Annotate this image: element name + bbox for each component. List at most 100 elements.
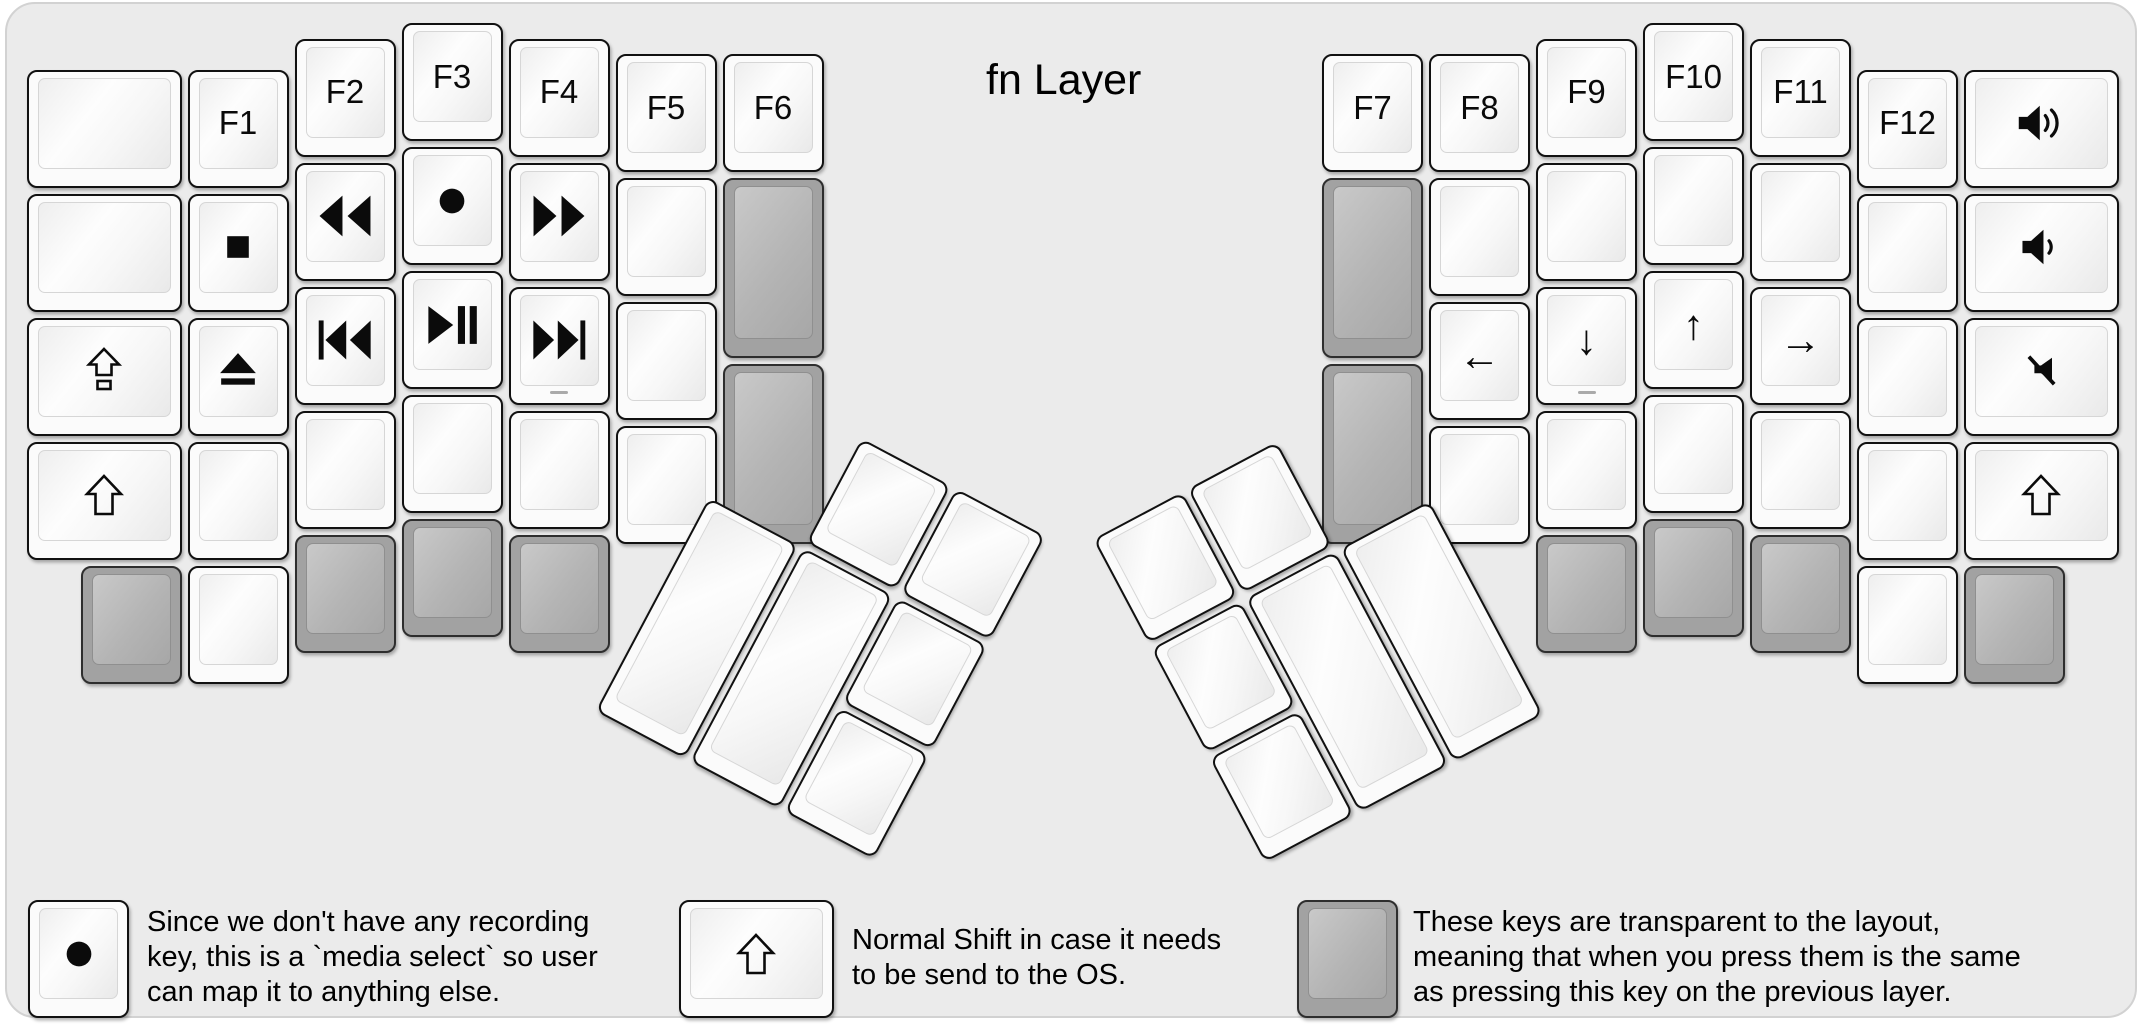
keycap-surface (1975, 201, 2108, 293)
key-f5: F5 (615, 54, 717, 172)
keycap-surface (38, 77, 171, 169)
arrow-down-icon: ↓ (1576, 316, 1597, 363)
key-blank (1429, 426, 1530, 544)
keycap-surface (305, 418, 385, 510)
key-label: F5 (646, 88, 686, 126)
keycap-surface: F11 (1761, 46, 1840, 138)
keycap-surface (412, 155, 492, 246)
key-label: F8 (1460, 88, 1499, 126)
key-rewind (294, 162, 396, 281)
keycap-surface (1761, 418, 1840, 510)
rewind-icon (317, 193, 373, 239)
key-f6: F6 (722, 54, 824, 172)
key-transparent (1322, 364, 1423, 544)
key-shift-right (1964, 441, 2119, 560)
legend-note-line: to be send to the OS. (852, 959, 1127, 991)
keycap-surface (1547, 542, 1626, 634)
keycap-surface (626, 310, 706, 401)
key-arrow-left: ← (1429, 302, 1530, 420)
keycap-surface: F9 (1547, 46, 1626, 138)
eject-icon (218, 352, 258, 390)
key-f7: F7 (1322, 54, 1423, 172)
key-transparent (294, 534, 396, 653)
record-icon (60, 935, 98, 973)
key-f8: F8 (1429, 54, 1530, 172)
keycap-surface: F1 (198, 77, 278, 169)
key-blank (187, 565, 289, 684)
key-blank (401, 395, 503, 513)
keycap-surface (1975, 573, 2054, 665)
keycap-surface (91, 573, 171, 665)
keycap-surface (519, 542, 599, 634)
keycap-surface (1761, 170, 1840, 262)
legend-note-transparent-keys: These keys are transparent to the layout… (1413, 905, 2021, 1010)
keycap-surface (38, 449, 171, 541)
key-blank (1857, 441, 1958, 560)
legend-note-normal-shift: Normal Shift in case it needs to be send… (852, 923, 1221, 993)
key-f10: F10 (1643, 23, 1744, 141)
legend-note-line: These keys are transparent to the layout… (1413, 906, 1941, 938)
keycap-surface (519, 170, 599, 262)
keycap-surface (38, 201, 171, 293)
legend-key-shift (679, 900, 834, 1018)
key-label: F2 (325, 73, 365, 110)
keycap-surface (305, 170, 385, 262)
key-label: F10 (1665, 57, 1722, 95)
key-label: F11 (1773, 73, 1828, 110)
key-blank (1536, 410, 1637, 529)
stop-icon (220, 229, 256, 265)
keycap-surface (1975, 77, 2108, 169)
key-media-select (401, 147, 503, 265)
shift-icon (84, 473, 125, 517)
volume-down-icon (2020, 226, 2062, 268)
key-f12: F12 (1857, 69, 1958, 188)
keycap-surface (1868, 201, 1947, 293)
key-blank (27, 69, 182, 188)
legend-key-media-select (28, 900, 129, 1018)
prev-track-icon (316, 318, 374, 362)
key-f3: F3 (401, 23, 503, 141)
keycap-surface (1868, 325, 1947, 417)
key-transparent (401, 519, 503, 637)
key-play-pause (401, 271, 503, 389)
keycap-surface (1547, 170, 1626, 262)
legend-note-line: key, this is a `media select` so user (147, 941, 598, 973)
keycap-surface (1333, 186, 1412, 339)
keycap-surface: F3 (412, 31, 492, 122)
key-transparent (1964, 565, 2065, 684)
key-transparent (1536, 534, 1637, 653)
key-transparent (1322, 178, 1423, 358)
key-label: F1 (218, 104, 258, 141)
keycap-surface (305, 294, 385, 386)
key-blank (615, 178, 717, 296)
key-arrow-up: ↑ (1643, 271, 1744, 389)
next-track-icon (530, 318, 588, 362)
keycap-surface (198, 325, 278, 417)
key-label: F12 (1879, 104, 1936, 141)
key-label: F6 (753, 88, 793, 126)
legend-note-line: Normal Shift in case it needs (852, 924, 1222, 956)
keycap-surface: F10 (1654, 31, 1733, 122)
legend-note-line: meaning that when you press them is the … (1413, 941, 2021, 973)
key-transparent (1750, 534, 1851, 653)
keycap-surface (1654, 527, 1733, 618)
key-blank (1643, 395, 1744, 513)
key-blank (1429, 178, 1530, 296)
key-f9: F9 (1536, 38, 1637, 157)
key-blank (615, 426, 717, 544)
keycap-surface (519, 294, 599, 386)
keycap-surface: F5 (626, 62, 706, 153)
keycap-surface: F8 (1440, 62, 1519, 153)
key-volume-up (1964, 69, 2119, 188)
layer-title: fn Layer (986, 56, 1142, 104)
legend-note-media-select: Since we don't have any recording key, t… (147, 905, 598, 1010)
key-volume-mute (1964, 317, 2119, 436)
keycap-surface (305, 542, 385, 634)
keycap-surface (412, 527, 492, 618)
keycap-surface (1761, 542, 1840, 634)
keycap-surface (1308, 908, 1387, 999)
keycap-surface: ↑ (1654, 279, 1733, 370)
keycap-surface: F7 (1333, 62, 1412, 153)
key-volume-down (1964, 193, 2119, 312)
key-label: F3 (432, 57, 472, 95)
